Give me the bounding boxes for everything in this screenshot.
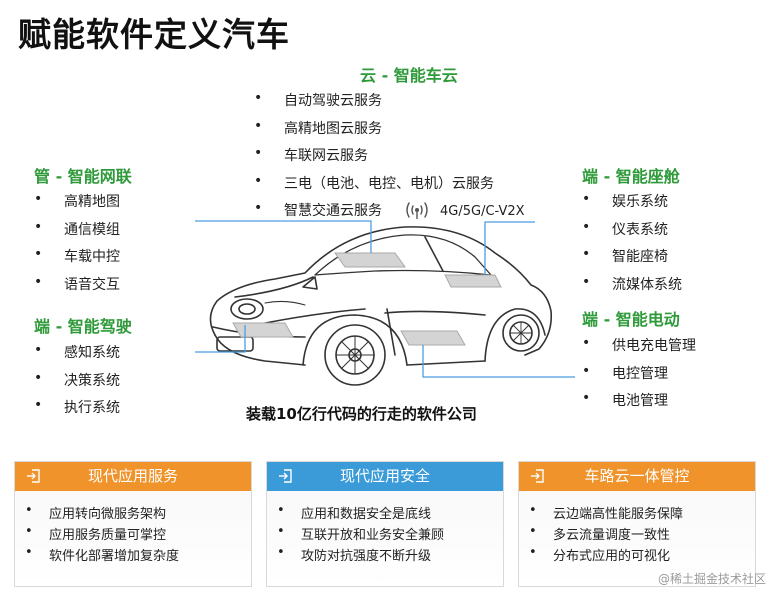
list-item: 娱乐系统	[582, 191, 682, 219]
card-header: 车路云一体管控	[519, 462, 755, 491]
card-item-list: 应用和数据安全是底线 互联开放和业务安全兼顾 攻防对抗强度不断升级	[267, 491, 503, 566]
car-illustration	[195, 220, 575, 386]
list-item: 高精地图云服务	[254, 118, 494, 146]
list-item: 软件化部署增加复杂度	[15, 545, 251, 566]
card-item-list: 云边端高性能服务保障 多云流量调度一致性 分布式应用的可视化	[519, 491, 755, 566]
list-item: 智慧交通云服务	[254, 200, 494, 228]
list-item: 车联网云服务	[254, 145, 494, 173]
card-vehicle-road-cloud: 车路云一体管控 云边端高性能服务保障 多云流量调度一致性 分布式应用的可视化	[518, 461, 756, 587]
card-header: 现代应用服务	[15, 462, 251, 491]
list-item: 仪表系统	[582, 219, 682, 247]
list-item: 供电充电管理	[582, 335, 696, 363]
list-item: 决策系统	[34, 370, 120, 398]
power-item-list: 供电充电管理 电控管理 电池管理	[582, 335, 696, 418]
list-item: 语音交互	[34, 274, 120, 302]
wifi-signal-icon	[406, 202, 428, 219]
list-item: 互联开放和业务安全兼顾	[267, 524, 503, 545]
car-caption: 装载10亿行代码的行走的软件公司	[246, 405, 477, 423]
cloud-service-list: 自动驾驶云服务 高精地图云服务 车联网云服务 三电（电池、电控、电机）云服务 智…	[254, 90, 494, 228]
power-section-title: 端 - 智能电动	[582, 310, 680, 329]
card-modern-app-security: 现代应用安全 应用和数据安全是底线 互联开放和业务安全兼顾 攻防对抗强度不断升级	[266, 461, 504, 587]
pipe-section-title: 管 - 智能网联	[34, 167, 132, 186]
list-item: 电控管理	[582, 363, 696, 391]
card-title: 现代应用安全	[339, 467, 430, 485]
card-title: 现代应用服务	[87, 467, 178, 485]
list-item: 执行系统	[34, 397, 120, 425]
list-item: 电池管理	[582, 390, 696, 418]
list-item: 应用服务质量可掌控	[15, 524, 251, 545]
watermark: @稀土掘金技术社区	[657, 572, 766, 586]
list-item: 应用转向微服务架构	[15, 503, 251, 524]
card-header: 现代应用安全	[267, 462, 503, 491]
list-item: 智能座椅	[582, 246, 682, 274]
list-item: 三电（电池、电控、电机）云服务	[254, 173, 494, 201]
card-item-list: 应用转向微服务架构 应用服务质量可掌控 软件化部署增加复杂度	[15, 491, 251, 566]
list-item: 通信模组	[34, 219, 120, 247]
list-item: 云边端高性能服务保障	[519, 503, 755, 524]
drive-item-list: 感知系统 决策系统 执行系统	[34, 342, 120, 425]
page-title: 赋能软件定义汽车	[18, 15, 290, 54]
card-modern-app-service: 现代应用服务 应用转向微服务架构 应用服务质量可掌控 软件化部署增加复杂度	[14, 461, 252, 587]
list-item: 感知系统	[34, 342, 120, 370]
list-item: 车载中控	[34, 246, 120, 274]
list-item: 高精地图	[34, 191, 120, 219]
list-item: 应用和数据安全是底线	[267, 503, 503, 524]
arrow-into-box-icon	[531, 469, 544, 483]
cloud-section-title: 云 - 智能车云	[360, 66, 458, 85]
arrow-into-box-icon	[27, 469, 40, 483]
cockpit-section-title: 端 - 智能座舱	[582, 167, 680, 186]
pipe-item-list: 高精地图 通信模组 车载中控 语音交互	[34, 191, 120, 301]
arrow-into-box-icon	[279, 469, 292, 483]
list-item: 流媒体系统	[582, 274, 682, 302]
network-label: 4G/5G/C-V2X	[440, 204, 525, 219]
cockpit-item-list: 娱乐系统 仪表系统 智能座椅 流媒体系统	[582, 191, 682, 301]
list-item: 多云流量调度一致性	[519, 524, 755, 545]
card-title: 车路云一体管控	[584, 467, 690, 485]
drive-section-title: 端 - 智能驾驶	[34, 317, 132, 336]
list-item: 攻防对抗强度不断升级	[267, 545, 503, 566]
list-item: 分布式应用的可视化	[519, 545, 755, 566]
list-item: 自动驾驶云服务	[254, 90, 494, 118]
